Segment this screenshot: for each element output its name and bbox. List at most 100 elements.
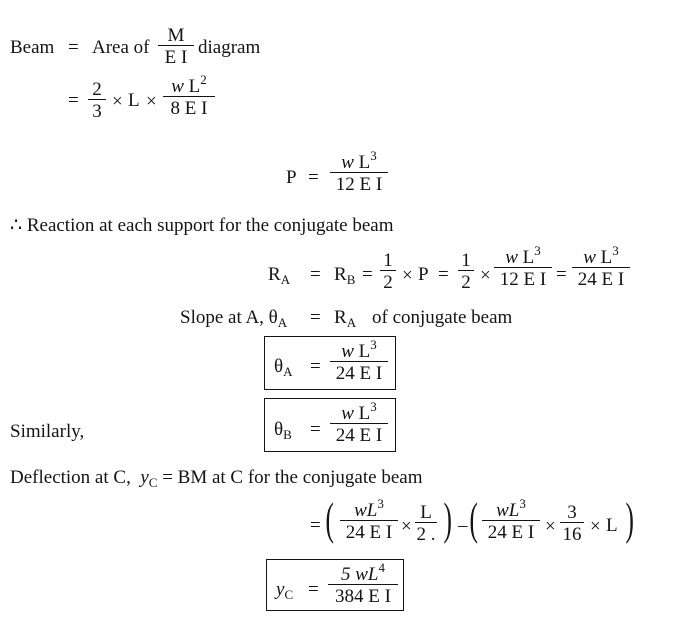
r-symbol: R <box>268 264 281 285</box>
left-parenthesis: ( <box>325 493 334 544</box>
fraction-numerator: wL3 <box>340 497 398 521</box>
theta-a-fraction: w L3 24 E I <box>330 338 388 383</box>
deflection-result-box <box>266 559 404 611</box>
r-symbol: R <box>334 264 347 285</box>
equals-sign: = <box>68 90 79 111</box>
p-symbol: P <box>418 264 429 285</box>
times-sign: × <box>146 91 157 112</box>
theta-symbol: θ <box>274 356 284 377</box>
wl3-over-12ei-fraction: w L3 12 E I <box>494 244 552 289</box>
fraction-numerator: w L2 <box>163 73 215 97</box>
equals-sign: = <box>310 515 321 536</box>
fraction-numerator: w L3 <box>572 244 630 268</box>
diagram-text: diagram <box>198 37 261 58</box>
similarly-label: Similarly, <box>10 421 85 442</box>
fraction-numerator: 1 <box>461 250 471 271</box>
exponent: 3 <box>370 399 377 414</box>
equals-sign: = <box>308 579 319 600</box>
length-symbol: L <box>358 403 371 424</box>
fraction-numerator: 1 <box>383 250 393 271</box>
subscript: B <box>346 272 356 287</box>
exponent: 4 <box>378 560 386 575</box>
fraction-denominator: 16 <box>560 522 584 544</box>
fraction-denominator: 12 E I <box>330 172 388 194</box>
subscript: A <box>283 364 293 379</box>
exponent: 3 <box>519 496 526 511</box>
subscript: A <box>277 315 288 330</box>
times-sign: × <box>402 265 413 286</box>
fraction-numerator: 2 <box>92 79 102 100</box>
reaction-a: RA <box>334 307 357 330</box>
minus-sign: – <box>458 515 468 536</box>
right-parenthesis: ) <box>443 493 452 544</box>
beam-label: Beam <box>10 37 55 58</box>
exponent: 3 <box>370 337 377 352</box>
load-symbol: w <box>583 247 596 268</box>
two-thirds-fraction: 2 3 <box>88 80 106 121</box>
fraction-numerator: L <box>420 502 432 523</box>
times-sign: × <box>545 516 556 537</box>
fraction-numerator: 3 <box>567 502 577 523</box>
equals-sign: = <box>310 356 321 377</box>
wl3-over-24ei-fraction: w L3 24 E I <box>572 244 630 289</box>
fraction-numerator: w L3 <box>330 400 388 424</box>
subscript: A <box>346 315 357 330</box>
fraction-numerator: M <box>167 25 185 46</box>
length-symbol: L <box>128 90 140 111</box>
l-over-2-fraction: L 2 . <box>415 503 437 544</box>
equals-sign: = <box>438 264 449 285</box>
wl3-over-24ei-fraction: wL3 24 E I <box>340 497 398 542</box>
theta-b: θB <box>274 419 292 442</box>
exponent: 2 <box>200 72 207 87</box>
y-symbol: y <box>276 579 285 600</box>
subscript: B <box>283 427 292 442</box>
exponent: 3 <box>534 243 541 258</box>
fraction-denominator: 24 E I <box>330 423 388 445</box>
fraction-denominator: 2 <box>458 270 474 292</box>
subscript: A <box>280 272 291 287</box>
theta-a: θA <box>274 356 293 379</box>
length-symbol: L <box>188 76 201 97</box>
fraction-denominator: 12 E I <box>494 267 552 289</box>
exponent: 3 <box>377 496 384 511</box>
three-sixteenths-fraction: 3 16 <box>560 503 584 544</box>
fraction-denominator: E I <box>158 45 194 67</box>
equals-sign: = <box>556 264 567 285</box>
fraction-denominator: 24 E I <box>482 520 540 542</box>
deflection-tail-text: = BM at C for the conjugate beam <box>162 467 423 488</box>
reaction-b: RB <box>334 264 356 287</box>
times-sign: × <box>112 91 123 112</box>
fraction-denominator: 2 <box>380 270 396 292</box>
length-symbol: L <box>358 152 371 173</box>
exponent: 3 <box>370 148 377 163</box>
m-over-ei-fraction: M E I <box>158 26 194 67</box>
fraction-denominator: 24 E I <box>572 267 630 289</box>
wl-term: wL <box>496 500 520 521</box>
p-symbol: P <box>286 167 297 188</box>
load-symbol: w <box>341 403 354 424</box>
left-parenthesis: ( <box>469 493 478 544</box>
equals-sign: = <box>362 264 373 285</box>
deflection-fraction: 5 wL4 384 E I <box>328 561 398 606</box>
equals-sign: = <box>308 167 319 188</box>
r-symbol: R <box>334 307 347 328</box>
conjugate-beam-text: of conjugate beam <box>372 307 513 328</box>
wl-term: wL <box>354 500 378 521</box>
reaction-statement: ∴ Reaction at each support for the conju… <box>10 215 394 236</box>
fraction-numerator: w L3 <box>494 244 552 268</box>
area-of-text: Area of <box>92 37 150 58</box>
fraction-denominator: 24 E I <box>330 361 388 383</box>
p-fraction: w L3 12 E I <box>330 149 388 194</box>
subscript: C <box>284 587 294 602</box>
y-symbol: y <box>140 467 149 488</box>
theta-symbol: θ <box>274 419 284 440</box>
y-c: yC <box>276 579 294 602</box>
load-symbol: w <box>505 247 518 268</box>
load-symbol: w <box>171 76 184 97</box>
deflection-statement: Deflection at C, yC = BM at C for the co… <box>10 467 423 489</box>
fraction-numerator: wL3 <box>482 497 540 521</box>
equals-sign: = <box>310 264 321 285</box>
fraction-numerator: w L3 <box>330 338 388 362</box>
times-sign: × <box>590 516 601 537</box>
length-symbol: L <box>358 341 371 362</box>
